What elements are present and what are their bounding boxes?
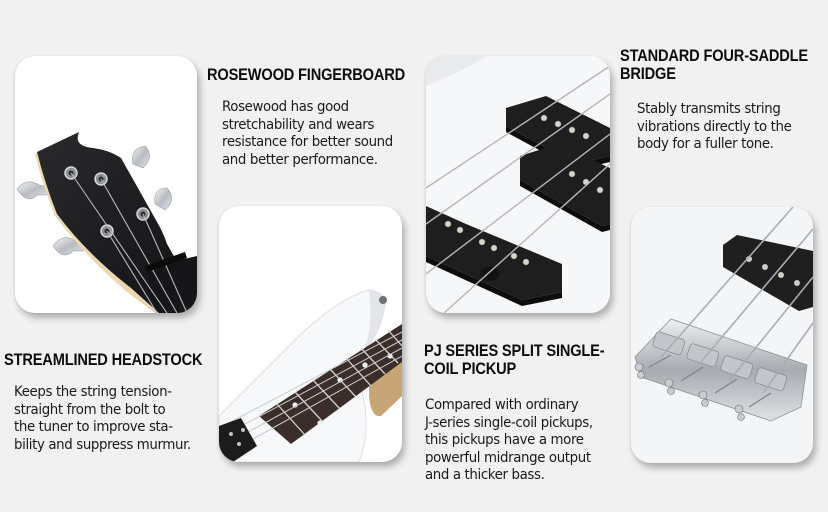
headstock-desc-line: Keeps the string tension- bbox=[14, 384, 172, 400]
four-saddle-bridge-image bbox=[631, 207, 813, 463]
bridge-desc-line: body for a fuller tone. bbox=[637, 136, 774, 152]
pickup-desc-line: Compared with ordinary bbox=[425, 397, 579, 413]
headstock-description: Keeps the string tension- straight from … bbox=[14, 384, 191, 454]
pickup-desc-line: and a thicker bass. bbox=[425, 467, 545, 483]
pickup-title-line: COIL PICKUP bbox=[424, 359, 517, 378]
fingerboard-description: Rosewood has good stretchability and wea… bbox=[222, 99, 393, 169]
pickup-description: Compared with ordinary J-series single-c… bbox=[425, 397, 593, 485]
pickup-desc-line: this pickups have a more bbox=[425, 432, 584, 448]
headstock-desc-line: the tuner to improve sta- bbox=[14, 419, 173, 435]
pickup-photo-card bbox=[426, 56, 610, 313]
fingerboard-photo-card bbox=[219, 206, 402, 462]
bridge-title-line: STANDARD FOUR-SADDLE bbox=[620, 46, 808, 65]
fingerboard-title: ROSEWOOD FINGERBOARD bbox=[207, 66, 405, 84]
pickup-title-line: PJ SERIES SPLIT SINGLE- bbox=[424, 341, 605, 360]
fingerboard-desc-line: stretchability and wears bbox=[222, 116, 374, 133]
pickup-title: PJ SERIES SPLIT SINGLE- COIL PICKUP bbox=[424, 341, 605, 378]
fingerboard-desc-line: Rosewood has good bbox=[222, 99, 349, 115]
headstock-photo-card bbox=[15, 56, 197, 313]
fingerboard-desc-line: and better performance. bbox=[222, 151, 378, 168]
headstock-desc-line: bility and suppress murmur. bbox=[14, 436, 191, 453]
pj-pickup-image bbox=[426, 56, 610, 313]
headstock-desc-line: straight from the bolt to bbox=[14, 401, 166, 418]
bridge-desc-line: Stably transmits string bbox=[637, 101, 781, 117]
headstock-title-line: STREAMLINED HEADSTOCK bbox=[4, 350, 203, 369]
fingerboard-desc-line: resistance for better sound bbox=[222, 134, 393, 150]
fingerboard-title-line: ROSEWOOD FINGERBOARD bbox=[207, 65, 406, 84]
headstock-title: STREAMLINED HEADSTOCK bbox=[4, 350, 203, 369]
bass-headstock-image bbox=[16, 132, 197, 313]
pickup-desc-line: powerful midrange output bbox=[425, 449, 591, 466]
bridge-desc-line: vibrations directly to the bbox=[637, 118, 792, 135]
pickup-desc-line: J-series single-coil pickups, bbox=[425, 414, 593, 431]
bridge-title: STANDARD FOUR-SADDLE BRIDGE bbox=[620, 47, 808, 83]
bridge-description: Stably transmits string vibrations direc… bbox=[637, 101, 792, 154]
bridge-photo-card bbox=[631, 207, 813, 463]
rosewood-fingerboard-image bbox=[219, 289, 402, 462]
bridge-title-line: BRIDGE bbox=[620, 64, 676, 83]
